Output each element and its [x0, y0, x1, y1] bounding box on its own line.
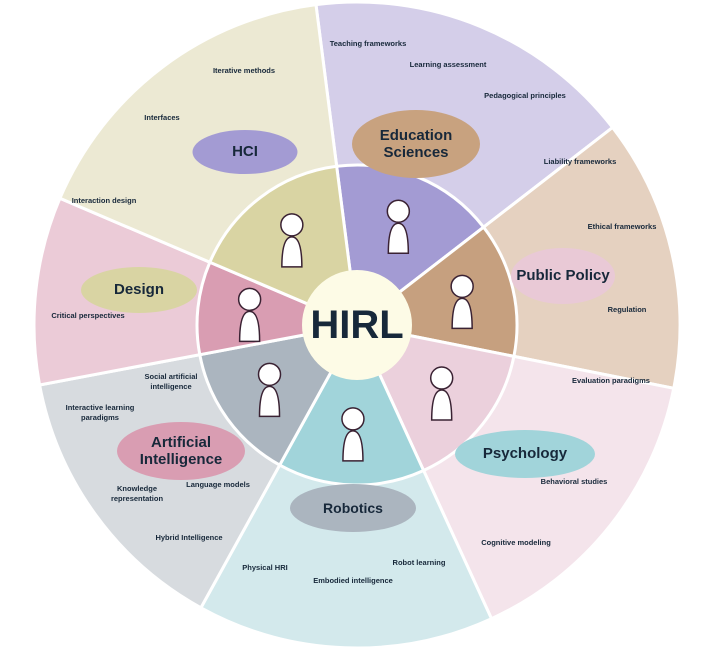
topic-label: Critical perspectives [51, 310, 125, 320]
character-illustration-icon [257, 362, 282, 418]
topic-label: Evaluation paradigms [572, 375, 650, 385]
topic-label: Hybrid Intelligence [155, 532, 223, 542]
sector-title-design: Design [81, 267, 197, 313]
center-hub: HIRL [302, 270, 412, 380]
topic-label: Language models [186, 479, 250, 489]
topic-label: Teaching frameworks [329, 38, 407, 48]
topic-label: Knowledge representation [110, 483, 164, 503]
topic-label: Interactive learning paradigms [65, 402, 135, 422]
sector-title-psychology: Psychology [455, 430, 595, 478]
topic-label: Cognitive modeling [481, 537, 551, 547]
topic-label: Social artificial intelligence [144, 371, 198, 391]
sector-title-ai: Artificial Intelligence [117, 422, 245, 480]
sector-title-robotics: Robotics [290, 484, 416, 532]
character-illustration-icon [450, 274, 474, 330]
topic-label: Interaction design [71, 195, 137, 205]
topic-label: Iterative methods [212, 65, 276, 75]
topic-label: Physical HRI [242, 562, 288, 572]
character-illustration-icon [429, 366, 454, 421]
character-illustration-icon [341, 407, 365, 462]
character-illustration-icon [237, 287, 262, 343]
topic-label: Embodied intelligence [313, 575, 393, 585]
topic-label: Ethical frameworks [587, 221, 657, 231]
topic-label: Interfaces [144, 112, 180, 122]
topic-label: Learning assessment [409, 59, 487, 69]
sector-title-public-policy: Public Policy [511, 248, 615, 304]
character-illustration-icon [280, 213, 304, 268]
topic-label: Behavioral studies [540, 476, 608, 486]
sector-title-hci: HCI [192, 130, 298, 174]
sector-title-education: Education Sciences [352, 110, 480, 178]
topic-label: Liability frameworks [543, 156, 617, 166]
topic-label: Pedagogical principles [484, 90, 566, 100]
character-illustration-icon [386, 199, 411, 254]
topic-label: Regulation [607, 304, 647, 314]
topic-label: Robot learning [392, 557, 446, 567]
